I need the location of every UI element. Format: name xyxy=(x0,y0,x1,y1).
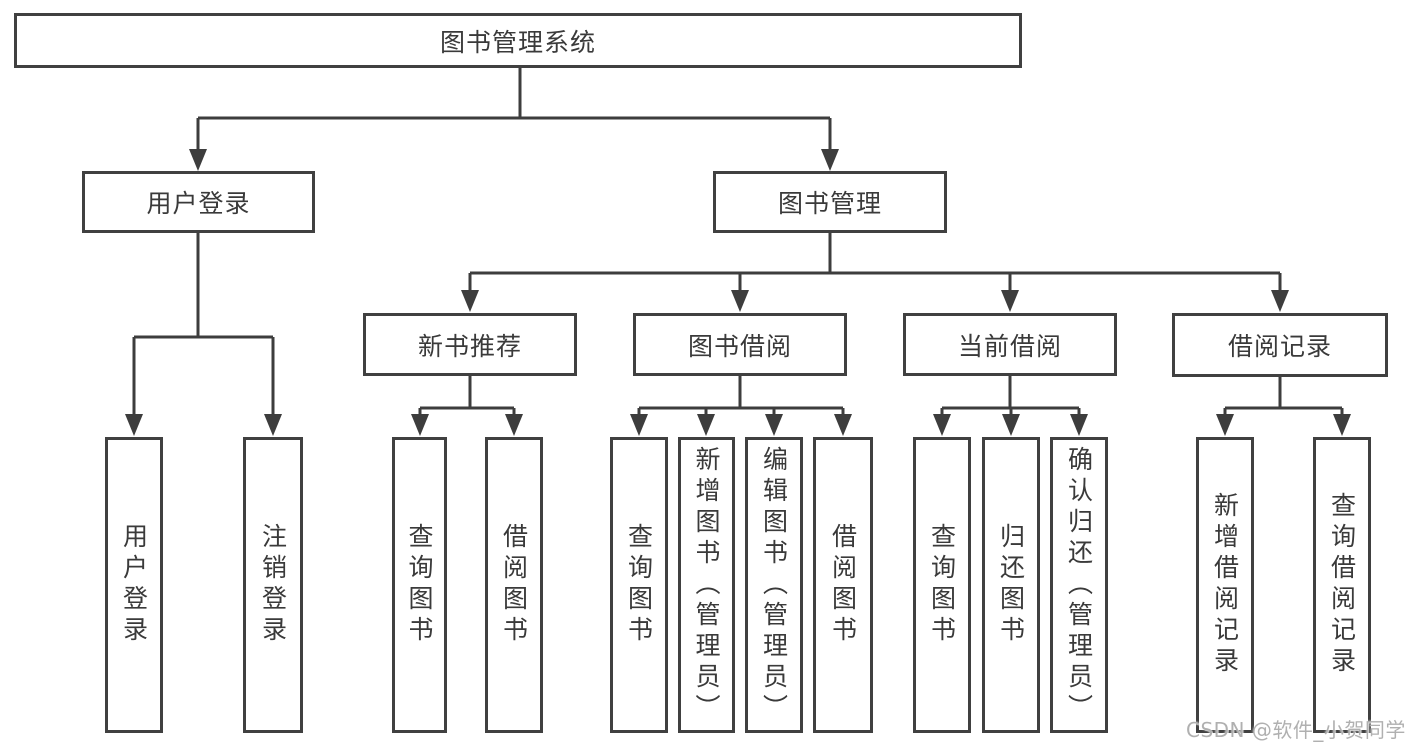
node-book-borrowing: 图书借阅 xyxy=(633,313,847,376)
node-current-borrowing: 当前借阅 xyxy=(903,313,1117,376)
node-label: 查询图书 xyxy=(927,523,957,647)
node-label: 借阅图书 xyxy=(499,523,529,647)
node-label: 用户登录 xyxy=(146,189,251,218)
node-label: 查询图书 xyxy=(624,523,654,647)
node-add-borrow-record: 新增借阅记录 xyxy=(1196,437,1254,733)
node-query-borrow-record: 查询借阅记录 xyxy=(1313,437,1371,733)
csdn-watermark: CSDN @软件_小贺同学 xyxy=(1186,718,1405,742)
node-label: 新增借阅记录 xyxy=(1210,492,1240,678)
node-label: 确认归还（管理员） xyxy=(1064,445,1094,725)
node-edit-book-admin: 编辑图书（管理员） xyxy=(745,437,803,733)
node-new-book-recommend: 新书推荐 xyxy=(363,313,577,376)
node-label: 用户登录 xyxy=(119,523,149,647)
node-label: 图书管理系统 xyxy=(439,27,596,57)
node-label: 归还图书 xyxy=(996,523,1026,647)
node-label: 注销登录 xyxy=(258,523,288,647)
node-borrow-books-1: 借阅图书 xyxy=(485,437,543,733)
arrowheads xyxy=(125,149,1351,436)
node-label: 编辑图书（管理员） xyxy=(759,445,789,725)
node-query-books-2: 查询图书 xyxy=(610,437,668,733)
node-query-books-3: 查询图书 xyxy=(913,437,971,733)
node-add-book-admin: 新增图书（管理员） xyxy=(678,437,735,733)
node-label: 查询借阅记录 xyxy=(1327,492,1357,678)
node-logout-leaf: 注销登录 xyxy=(243,437,303,733)
node-user-login: 用户登录 xyxy=(82,171,315,233)
node-label: 查询图书 xyxy=(405,523,434,647)
node-label: 图书管理 xyxy=(777,189,882,218)
node-label: 当前借阅 xyxy=(957,331,1062,361)
node-borrow-records: 借阅记录 xyxy=(1172,313,1388,377)
node-confirm-return-admin: 确认归还（管理员） xyxy=(1050,437,1108,733)
node-system-root: 图书管理系统 xyxy=(14,13,1022,68)
node-label: 图书借阅 xyxy=(687,331,792,361)
node-label: 新增图书（管理员） xyxy=(692,445,721,725)
node-query-books-1: 查询图书 xyxy=(392,437,447,733)
node-book-management: 图书管理 xyxy=(713,171,947,233)
node-label: 新书推荐 xyxy=(417,331,522,361)
node-return-books: 归还图书 xyxy=(982,437,1040,733)
node-label: 借阅记录 xyxy=(1227,332,1332,361)
node-borrow-books-2: 借阅图书 xyxy=(813,437,873,733)
node-user-login-leaf: 用户登录 xyxy=(105,437,163,733)
node-label: 借阅图书 xyxy=(828,523,858,647)
